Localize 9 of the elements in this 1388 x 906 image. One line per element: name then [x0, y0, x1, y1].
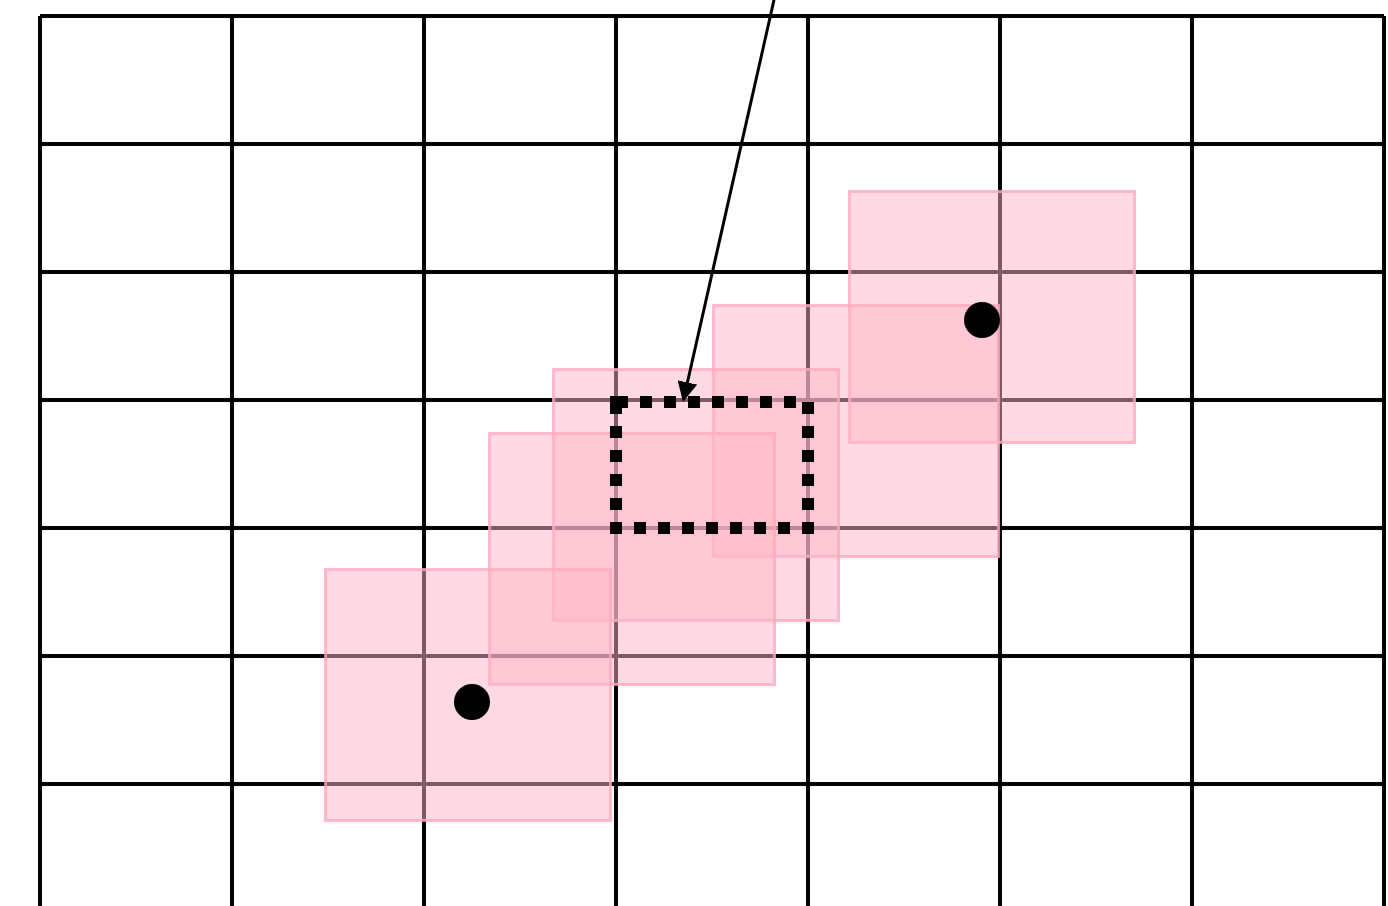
- dotted-rectangle: [610, 396, 814, 534]
- translucent-square: [848, 190, 1136, 444]
- translucent-square: [552, 368, 840, 622]
- translucent-square: [324, 568, 612, 822]
- translucent-square: [712, 304, 1000, 558]
- dot-marker: [454, 684, 490, 720]
- dot-marker: [964, 302, 1000, 338]
- translucent-square: [488, 432, 776, 686]
- arrow: [677, 0, 776, 402]
